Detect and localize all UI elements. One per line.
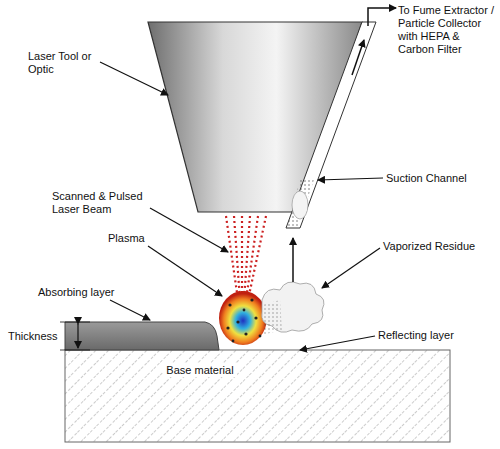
part-label: Laser Tool or Optic [28, 50, 108, 76]
part-label: Plasma [108, 232, 145, 245]
part-label: Suction Channel [386, 172, 467, 185]
part-label: Scanned & Pulsed Laser Beam [52, 190, 162, 216]
material-name: Base material [163, 363, 236, 377]
part-label: To Fume Extractor / Particle Collector w… [398, 4, 496, 56]
material-region: Base material [140, 358, 260, 382]
part-label: Absorbing layer [38, 286, 114, 299]
part-label: Vaporized Residue [383, 240, 475, 253]
part-label: Thickness [8, 330, 58, 343]
part-label: Reflecting layer [378, 329, 454, 342]
